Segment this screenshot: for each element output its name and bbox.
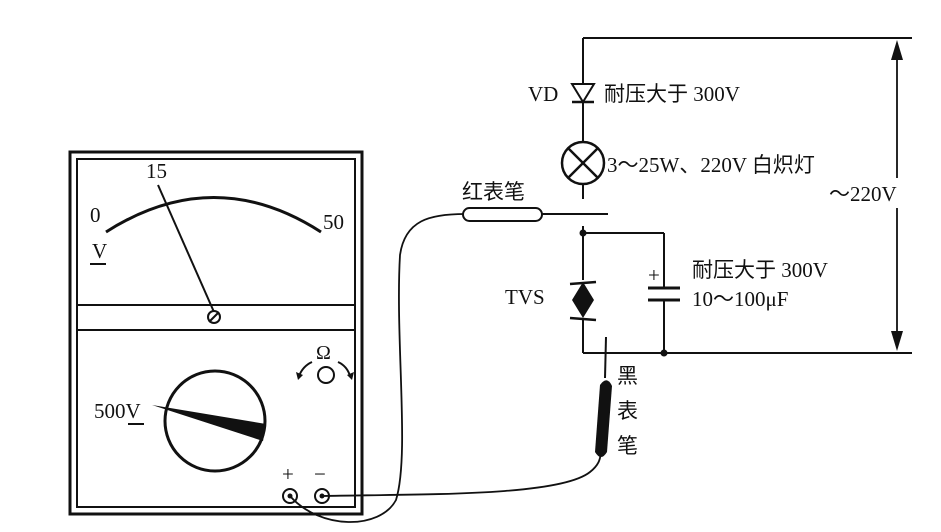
vd-rating: 耐压大于 300V [604,82,740,106]
ohm-arrow-left-icon [298,361,313,377]
scale-max-label: 50 [323,210,344,234]
meter-outer-case [68,150,364,516]
range-pointer [152,405,266,441]
lamp-rating: 3～25W、220V 白炽灯 [607,153,815,177]
probe-leads [289,213,602,523]
scale-mid-label: 15 [146,159,167,183]
meter-inner-frame [76,158,356,508]
tvs-triangle-up [572,282,594,300]
red-probe-lead [289,213,466,523]
supply-arrow-up-icon [891,40,903,60]
ohm-arrow-right-icon [337,361,351,377]
ohm-symbol: Ω [316,342,331,364]
ohm-adjust-knob[interactable] [317,366,335,384]
cap-rating-voltage: 耐压大于 300V [692,258,828,282]
cap-rating-capacitance: 10～100μF [692,287,788,311]
multimeter: 0 15 50 V Ω 500V + − [68,150,364,516]
red-probe-label: 红表笔 [462,180,525,204]
supply-label-bg [826,178,934,208]
vd-diode-triangle [570,83,596,104]
junction-bottom [660,349,668,357]
meter-needle [157,184,215,313]
red-probe[interactable]: 红表笔 [462,180,608,222]
meter-display: 0 15 50 V [77,159,355,331]
meter-terminals: + − [282,462,330,504]
lamp-cross-b [567,147,599,179]
scale-zero-label: 0 [90,203,101,227]
cap-polarity: + [648,263,660,287]
terminal-minus-label: − [314,462,326,486]
supply-arrow-down-icon [891,331,903,351]
incandescent-lamp: 3～25W、220V 白炽灯 [560,140,815,186]
range-selector[interactable]: 500V [94,369,267,473]
supply-voltage-label: ～220V [829,182,897,206]
test-circuit: VD 耐压大于 300V 3～25W、220V 白炽灯 + 耐压大于 300V … [505,37,934,357]
terminal-plus-label: + [282,462,294,486]
range-dial[interactable] [163,369,267,473]
supply-voltage-indicator: ～220V [826,40,934,351]
black-probe-lead [321,452,602,497]
black-probe-label-3: 笔 [617,434,638,458]
range-500v-label: 500V [94,399,141,423]
scale-arc [105,196,322,234]
red-probe-body [462,207,543,222]
vd-diode: VD 耐压大于 300V [528,82,740,106]
ohm-adjust[interactable]: Ω [296,342,354,384]
black-probe-tip [604,336,607,379]
tvs-triangle-down [572,300,594,318]
black-probe-label-2: 表 [617,399,638,423]
tvs-bar-top [569,280,597,286]
ohm-arrow-left-head-icon [296,372,303,380]
electrolytic-capacitor: + 耐压大于 300V 10～100μF [648,258,828,311]
ohm-arrow-right-head-icon [347,372,354,380]
tvs-bar-bottom [569,316,597,322]
tvs-label: TVS [505,285,545,309]
tvs-diode: TVS [505,280,597,322]
black-probe[interactable]: 黑 表 笔 [595,336,638,458]
black-probe-body [595,380,612,457]
unit-v-label: V [92,239,107,263]
black-probe-label-1: 黑 [617,364,638,388]
vd-label: VD [528,82,558,106]
lamp-circle [560,140,606,186]
needle-pivot-slash [208,311,220,323]
